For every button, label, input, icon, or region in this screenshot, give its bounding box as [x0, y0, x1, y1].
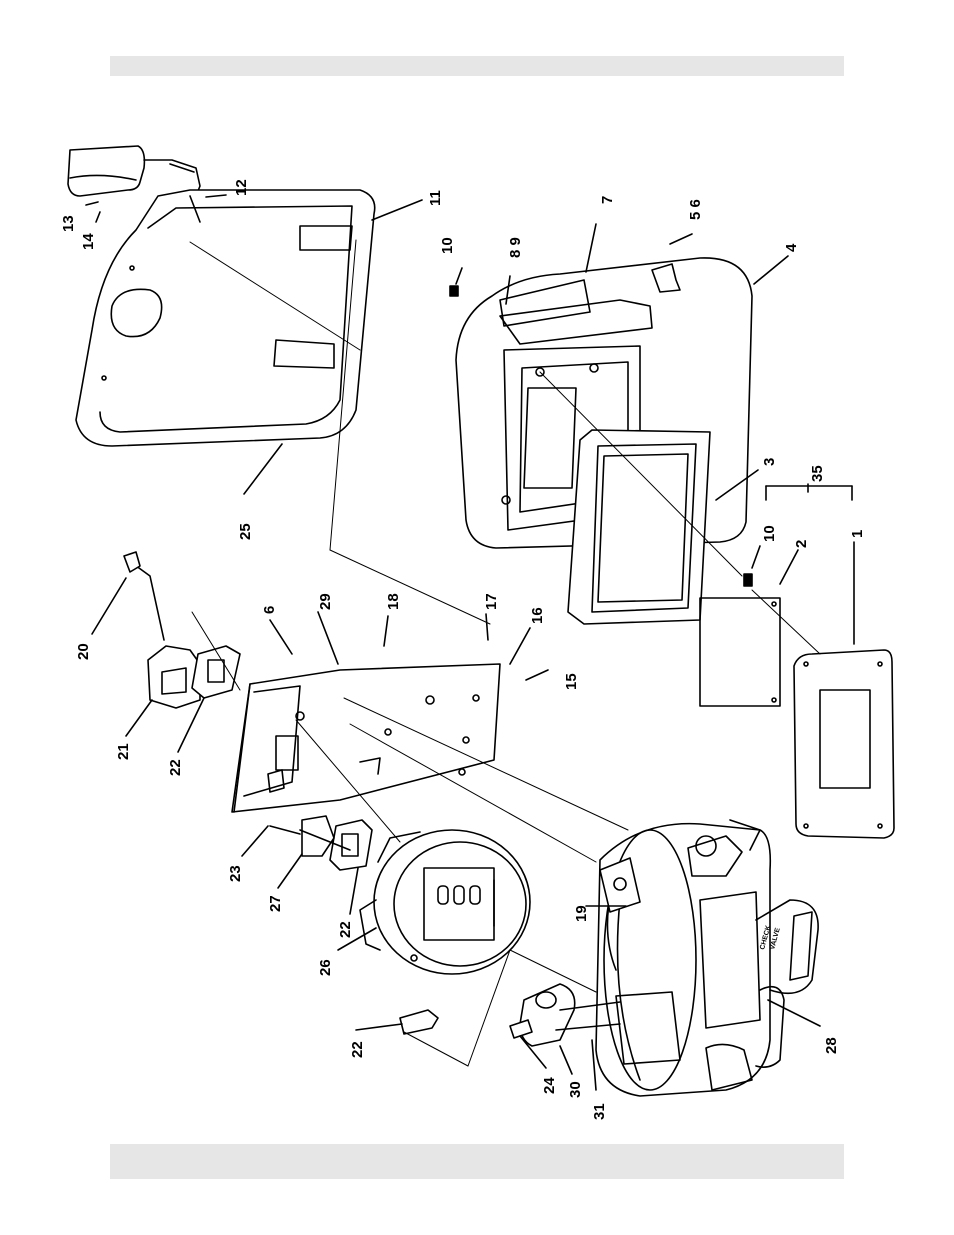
callout-25: 25 [237, 523, 254, 540]
part-30-fitting [519, 983, 621, 1047]
part-22-gasket-b [329, 819, 373, 871]
part-22-gasket-c [399, 1009, 439, 1035]
part-24-screw [509, 1019, 533, 1039]
callout-12: 12 [233, 179, 250, 196]
callout-labels: 13 14 12 11 10 8 9 7 5 6 4 3 35 10 2 1 2… [60, 179, 866, 1120]
callout-10-upper: 10 [439, 237, 456, 254]
part-10-clip-upper [449, 285, 459, 297]
mounting-bracket [231, 663, 501, 813]
callout-22-b: 22 [337, 921, 354, 938]
callout-27: 27 [267, 895, 284, 912]
callout-14: 14 [80, 233, 97, 250]
callout-30: 30 [567, 1081, 584, 1098]
part-3-window-frame [567, 429, 711, 625]
callout-35: 35 [809, 465, 826, 482]
part-10-clip [743, 573, 753, 587]
callout-26: 26 [317, 959, 334, 976]
callout-13: 13 [60, 215, 77, 232]
callout-24: 24 [541, 1077, 558, 1094]
callout-31: 31 [591, 1103, 608, 1120]
callout-17: 17 [483, 593, 500, 610]
part-1-mounting-plate [793, 649, 895, 839]
callout-29: 29 [317, 593, 334, 610]
part-28-compressor [595, 819, 819, 1097]
callout-3: 3 [761, 458, 778, 466]
callout-22-c: 22 [349, 1041, 366, 1058]
part-20-bolt [127, 559, 165, 641]
part-25-cover [75, 189, 376, 447]
callout-8-9: 8 9 [507, 237, 524, 258]
callout-16: 16 [529, 607, 546, 624]
part-27-valve [269, 815, 351, 857]
guide-lines [189, 239, 821, 1067]
callout-22-a: 22 [167, 759, 184, 776]
callout-5-6: 5 6 [687, 199, 704, 220]
part-2-plate [699, 597, 781, 707]
callout-1: 1 [849, 530, 866, 538]
callout-6: 6 [261, 606, 278, 614]
callout-7: 7 [599, 196, 616, 204]
part-22-gasket-a [191, 645, 241, 699]
callout-4: 4 [783, 243, 800, 252]
part-19-flange [599, 857, 641, 913]
part-26-motor [359, 829, 531, 975]
callout-20: 20 [75, 643, 92, 660]
callout-28: 28 [823, 1037, 840, 1054]
callout-21: 21 [115, 743, 132, 760]
callout-10-lower: 10 [761, 525, 778, 542]
callout-arrows [85, 194, 855, 1091]
callout-19: 19 [573, 905, 590, 922]
callout-18: 18 [385, 593, 402, 610]
part-21-elbow [147, 645, 201, 709]
header-bar [110, 56, 844, 76]
footer-bar [110, 1144, 844, 1179]
callout-11: 11 [427, 190, 444, 206]
callout-23: 23 [227, 865, 244, 882]
part-13-cap [67, 145, 201, 197]
callout-15: 15 [563, 673, 580, 690]
callout-2: 2 [793, 540, 810, 548]
